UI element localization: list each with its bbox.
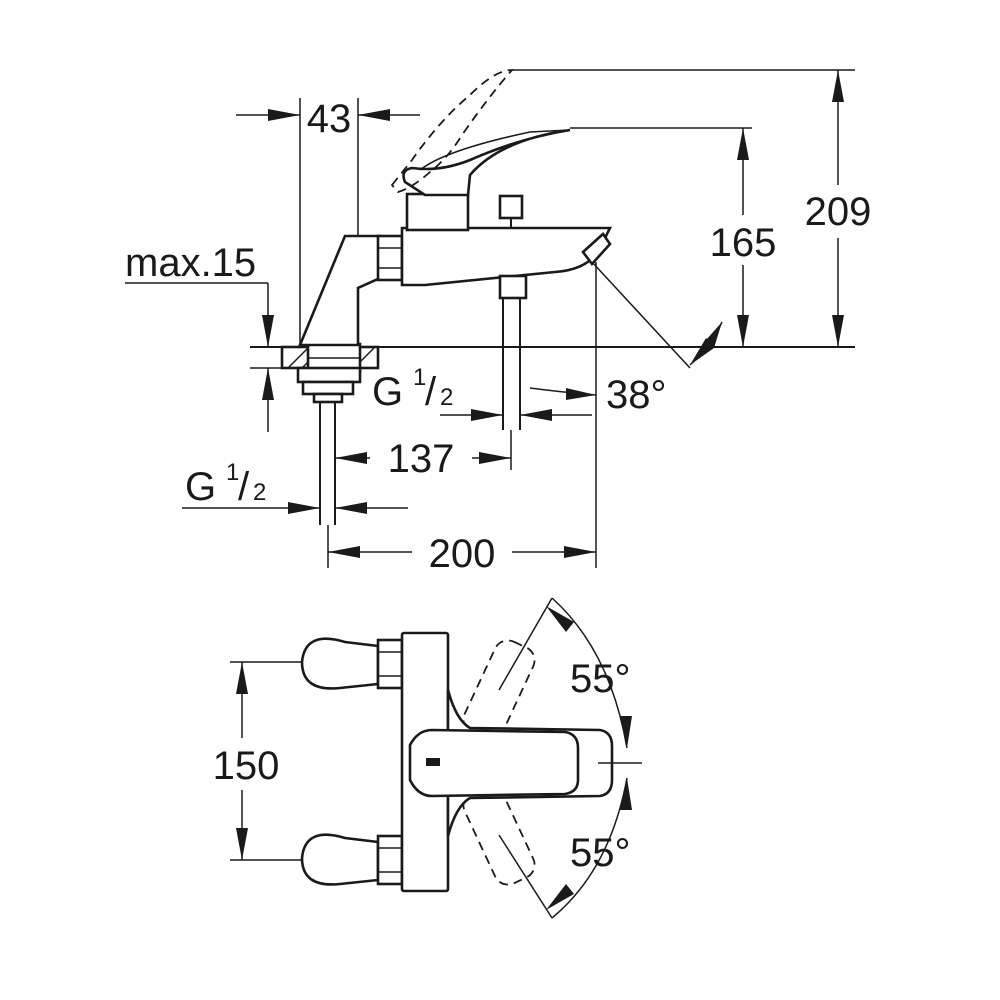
lower-eccentric [300,833,404,886]
thread-upper-slash: / [425,370,437,414]
lever-cap [408,728,580,798]
upper-eccentric [300,637,404,690]
dim-max15-label: max.15 [125,241,256,285]
dim-200: 200 [327,525,596,576]
dim-137-label: 137 [388,437,455,481]
angle-upper-label: 55° [570,657,631,701]
side-view: 43 max.15 165 209 [125,69,872,576]
thread-upper-den: 2 [440,384,453,411]
dim-137: 137 [335,430,512,481]
dim-43-label: 43 [307,97,352,141]
top-view: 150 55° 55° [213,597,642,919]
dim-209: 209 [512,69,872,347]
handle-base [405,192,470,232]
angle-55-lower: 55° [498,777,632,919]
dim-165-label: 165 [710,221,777,265]
dim-150: 150 [213,661,302,861]
hex-connector [376,234,404,282]
angle-55-upper: 55° [498,597,632,749]
spout-aerator [581,232,612,267]
thread-lower-slash: / [238,465,250,509]
dim-150-label: 150 [213,744,280,788]
thread-lower: G 1 / 2 [182,459,408,514]
dim-max15: max.15 [125,241,274,432]
lever-logo [426,758,440,766]
dim-38-angle: 38° [529,261,723,568]
angle-lower-label: 55° [570,831,631,875]
dim-165: 165 [570,127,777,347]
hose-connector [498,274,528,430]
lever-handle-open-position [390,69,514,194]
thread-lower-num: 1 [226,459,239,486]
mixer-pillar [298,234,382,347]
thread-upper: G 1 / 2 [372,364,592,421]
thread-upper-num: 1 [413,364,426,391]
dim-209-label: 209 [805,190,872,234]
dim-200-label: 200 [429,532,496,576]
diverter-knob [498,194,524,220]
inlet-pipe [319,402,336,525]
mounting-nut [296,342,362,404]
dim-38-label: 38° [606,373,667,417]
dim-43: 43 [236,97,420,345]
thread-lower-den: 2 [253,479,266,506]
thread-upper-main: G [372,370,403,414]
lever-handle [402,128,571,197]
thread-lower-main: G [185,465,216,509]
lever-handle-grip [419,129,571,171]
